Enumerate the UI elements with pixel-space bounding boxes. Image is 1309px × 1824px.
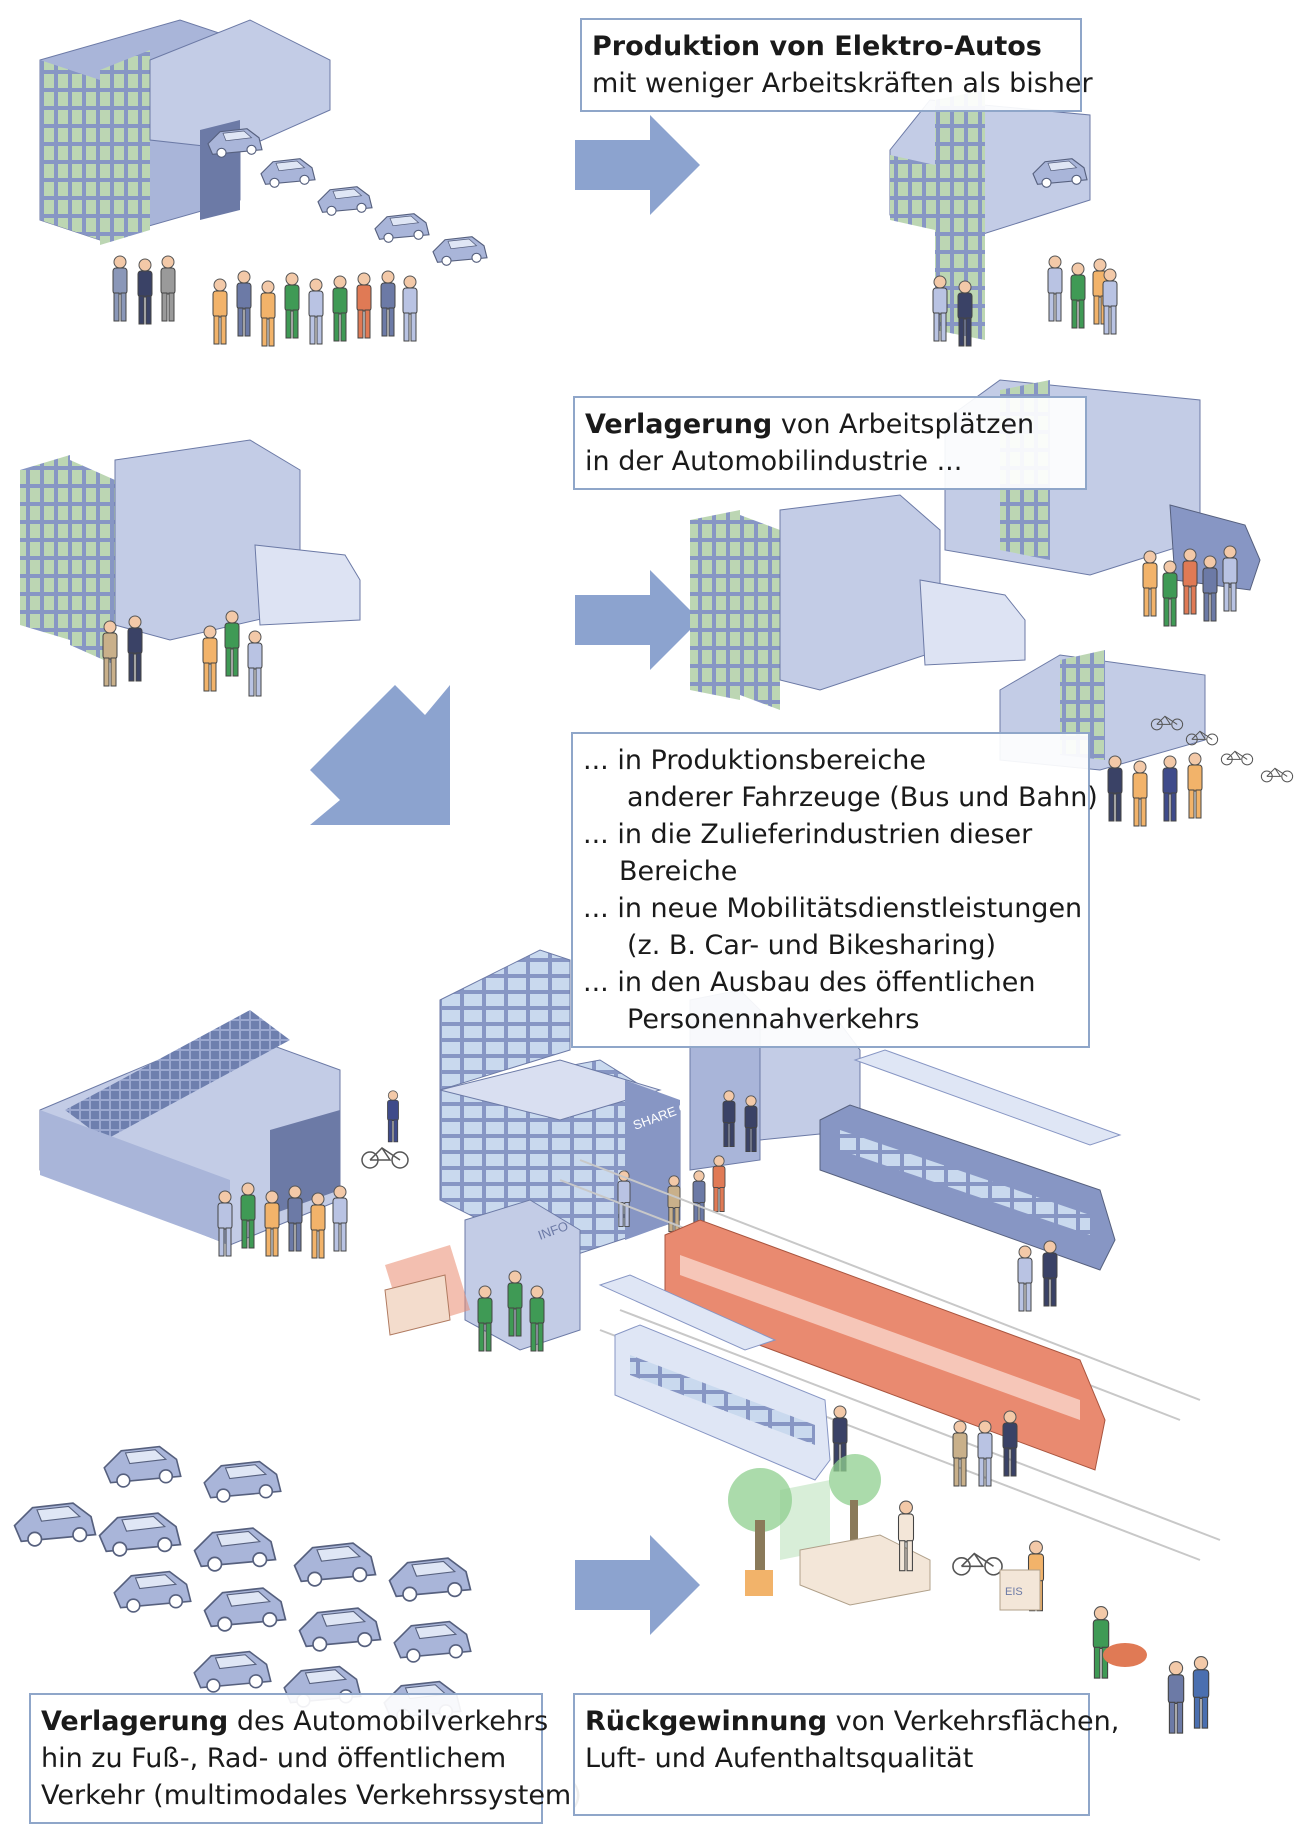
arrow-right-2 — [575, 570, 700, 670]
info-kiosk: INFO — [384, 1199, 581, 1351]
factory-large — [39, 19, 331, 245]
bus — [614, 1324, 831, 1481]
shift-jobs-line2: in der Automobilindustrie ... — [585, 446, 963, 477]
recovery-bold: Rückgewinnung — [585, 1706, 828, 1737]
shift-jobs-bold: Verlagerung — [585, 409, 773, 440]
solar-factory — [39, 1010, 341, 1246]
public-space: EIS — [728, 1454, 1210, 1734]
box-traffic-shift: Verlagerung des Automobilverkehrs hin zu… — [29, 1693, 582, 1824]
target-line-3: ... in die Zulieferindustrien dieser — [583, 819, 1033, 850]
target-line-7: ... in den Ausbau des öffentlichen — [583, 967, 1036, 998]
platform-canopy-1 — [853, 1049, 1122, 1146]
target-line-8: Personennahverkehrs — [627, 1004, 920, 1035]
target-line-5: ... in neue Mobilitätsdienstleistungen — [583, 893, 1083, 924]
factory-small — [889, 90, 1091, 340]
target-line-1: ... in Produktionsbereiche — [583, 745, 926, 776]
workers-many — [112, 255, 418, 347]
workers-train — [952, 1410, 1018, 1487]
traffic-shift-line2: hin zu Fuß-, Rad- und öffentlichem — [41, 1743, 507, 1774]
box-production: Produktion von Elektro-Autos mit weniger… — [580, 18, 1093, 112]
cyclist — [361, 1090, 409, 1169]
car-queue — [207, 128, 488, 266]
workers-tram — [1017, 1240, 1058, 1312]
platform-canopy-2 — [598, 1274, 777, 1351]
recovery-line2: Luft- und Aufenthaltsqualität — [585, 1743, 974, 1774]
box-recovery: Rückgewinnung von Verkehrsflächen, Luft-… — [573, 1693, 1119, 1816]
box-shift-jobs: Verlagerung von Arbeitsplätzen in der Au… — [573, 396, 1087, 490]
production-subtitle: mit weniger Arbeitskräften als bisher — [592, 68, 1093, 99]
arrow-diagonal — [310, 685, 450, 825]
factory-row2-left — [20, 439, 361, 665]
tram — [819, 1104, 1116, 1271]
traffic-shift-bold: Verlagerung — [41, 1706, 229, 1737]
arrow-right-3 — [575, 1535, 700, 1635]
traffic-jam — [13, 1445, 472, 1723]
target-line-2: anderer Fahrzeuge (Bus und Bahn) — [627, 782, 1098, 813]
factory-row2-center — [690, 494, 1026, 710]
target-line-6: (z. B. Car- und Bikesharing) — [627, 930, 997, 961]
box-job-targets: ... in Produktionsbereiche anderer Fahrz… — [571, 732, 1098, 1048]
ice-sign: EIS — [1005, 1586, 1023, 1598]
shift-jobs-rest: von Arbeitsplätzen — [772, 409, 1035, 440]
recovery-rest: von Verkehrsflächen, — [827, 1706, 1120, 1737]
production-title: Produktion von Elektro-Autos — [592, 31, 1042, 62]
traffic-shift-rest: des Automobilverkehrs — [228, 1706, 549, 1737]
target-line-4: Bereiche — [619, 856, 738, 887]
arrow-right-1 — [575, 115, 700, 215]
traffic-shift-line3: Verkehr (multimodales Verkehrssystem) — [41, 1780, 582, 1811]
